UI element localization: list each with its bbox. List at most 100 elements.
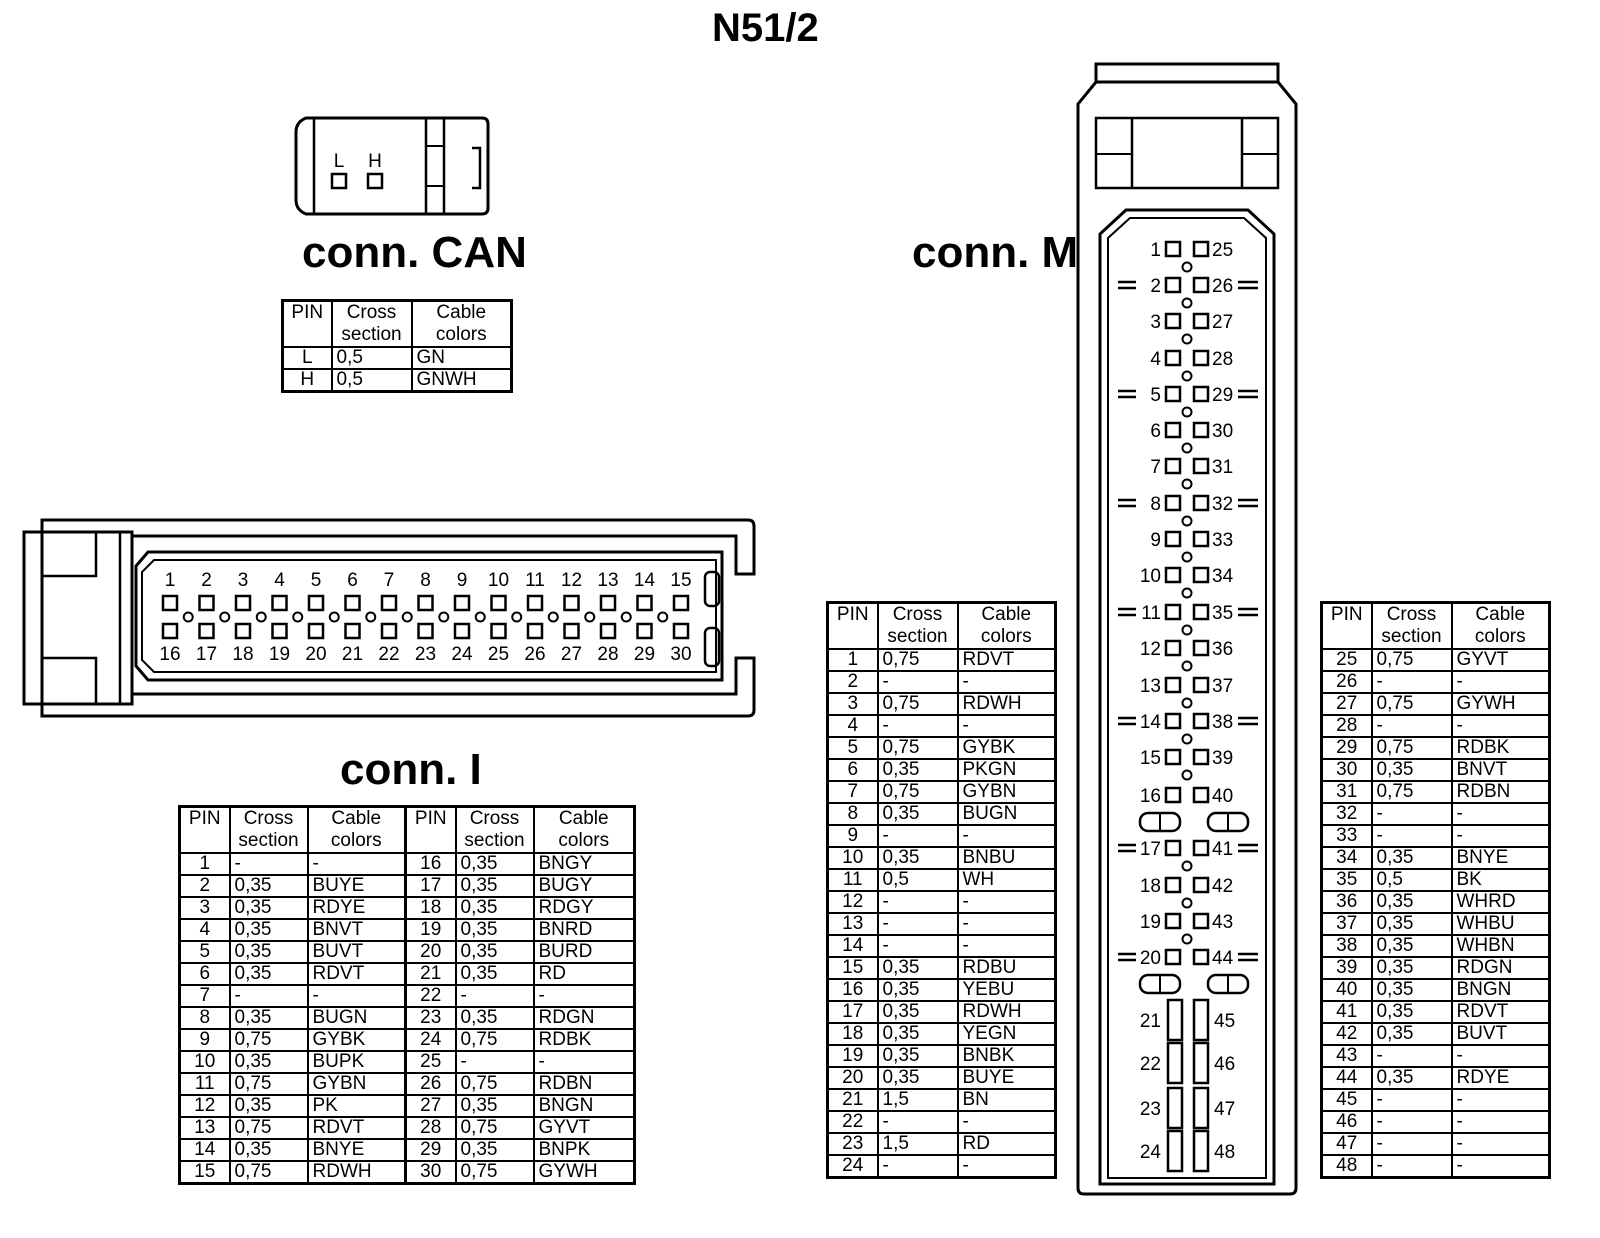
m-right-pin-label: 43 bbox=[1212, 912, 1233, 933]
i-top-pin-label: 9 bbox=[457, 570, 468, 591]
pin-cell: 15 bbox=[826, 956, 879, 980]
pin-cell: 20 bbox=[826, 1066, 879, 1090]
pin-cell: 34 bbox=[1320, 846, 1373, 870]
i-bottom-pin-socket bbox=[599, 622, 617, 640]
m-left-pin-label: 4 bbox=[1150, 349, 1161, 370]
pin-cell: 9 bbox=[178, 1028, 231, 1052]
pin-cell: 18 bbox=[826, 1022, 879, 1046]
cable-color-cell: BNRD bbox=[532, 918, 636, 942]
m-right-pin-label: 35 bbox=[1212, 603, 1233, 624]
cable-color-cell: RDBK bbox=[532, 1028, 636, 1052]
cross-section-cell: 0,35 bbox=[454, 874, 535, 898]
i-top-pin-label: 4 bbox=[274, 570, 285, 591]
i-bottom-pin-label: 22 bbox=[378, 644, 399, 665]
m-right-pin-socket bbox=[1192, 240, 1210, 258]
m-left-pin-label: 16 bbox=[1140, 786, 1161, 807]
cable-color-cell: - bbox=[1450, 802, 1551, 826]
cable-color-cell: GYBN bbox=[306, 1072, 407, 1096]
cross-section-cell: - bbox=[1370, 670, 1453, 694]
cross-section-cell: 0,35 bbox=[1370, 846, 1453, 870]
m-pin-divider-dot bbox=[1181, 769, 1193, 781]
pin-cell: 1 bbox=[178, 852, 231, 876]
m-left-pin-socket bbox=[1164, 912, 1182, 930]
i-bottom-pin-label: 25 bbox=[488, 644, 509, 665]
cable-color-cell: - bbox=[1450, 714, 1551, 738]
m-left-pin-label: 7 bbox=[1150, 457, 1161, 478]
i-top-pin-socket bbox=[526, 594, 544, 612]
m-right-pin-socket bbox=[1192, 566, 1210, 584]
m-left-pin-label: 6 bbox=[1150, 421, 1161, 442]
pin-cell: 28 bbox=[1320, 714, 1373, 738]
cable-color-cell: - bbox=[1450, 1132, 1551, 1156]
i-bottom-pin-label: 21 bbox=[342, 644, 363, 665]
i-pin-divider-dot bbox=[620, 611, 632, 623]
cross-section-cell: 0,75 bbox=[876, 780, 959, 804]
cross-section-cell: 0,35 bbox=[228, 940, 309, 964]
cable-color-cell: RDVT bbox=[956, 648, 1057, 672]
cable-color-cell: - bbox=[1450, 670, 1551, 694]
m-left-pin-socket bbox=[1164, 349, 1182, 367]
cross-section-cell: 0,35 bbox=[1370, 1022, 1453, 1046]
m-left-pin-label: 24 bbox=[1140, 1142, 1162, 1163]
i-bottom-pin-socket bbox=[636, 622, 653, 640]
col-header-pin: PIN bbox=[178, 805, 231, 854]
m-left-pin-socket bbox=[1164, 421, 1182, 439]
pin-cell: 19 bbox=[404, 918, 457, 942]
cable-color-cell: BNGY bbox=[532, 852, 636, 876]
pin-cell: 2 bbox=[178, 874, 231, 898]
i-top-pin-socket bbox=[161, 594, 179, 612]
cross-section-cell: 0,35 bbox=[1370, 978, 1453, 1002]
col-header-cross-section: Cross section bbox=[1370, 601, 1453, 650]
pin-cell: 3 bbox=[826, 692, 879, 716]
cross-section-cell: 0,75 bbox=[228, 1160, 309, 1185]
cross-section-cell: 0,35 bbox=[876, 1066, 959, 1090]
cable-color-cell: RDWH bbox=[956, 692, 1057, 716]
cross-section-cell: 0,35 bbox=[454, 940, 535, 964]
cable-color-cell: - bbox=[956, 1154, 1057, 1179]
pin-cell: 40 bbox=[1320, 978, 1373, 1002]
pin-cell: 7 bbox=[178, 984, 231, 1008]
table-row: 43-- bbox=[1320, 1044, 1551, 1068]
table-row: 22-- bbox=[826, 1110, 1057, 1134]
m-left-pin-socket bbox=[1164, 876, 1182, 894]
m-pin-divider-dot bbox=[1181, 897, 1193, 909]
cable-color-cell: RDGY bbox=[532, 896, 636, 920]
cable-color-cell: BNGN bbox=[1450, 978, 1551, 1002]
cross-section-cell: 0,75 bbox=[876, 648, 959, 672]
i-bottom-pin-socket bbox=[417, 622, 434, 640]
m-right-pin-label: 32 bbox=[1212, 494, 1233, 515]
pin-cell: 33 bbox=[1320, 824, 1373, 848]
m-left-pin-label: 15 bbox=[1140, 748, 1161, 769]
pin-cell: 17 bbox=[826, 1000, 879, 1024]
cable-color-cell: BUGN bbox=[956, 802, 1057, 826]
m-right-pin-label: 25 bbox=[1212, 240, 1233, 261]
pin-cell: 6 bbox=[178, 962, 231, 986]
i-top-pin-label: 11 bbox=[525, 570, 545, 591]
i-bottom-pin-label: 23 bbox=[415, 644, 436, 665]
m-pin-divider-dot bbox=[1181, 660, 1193, 672]
cross-section-cell: 0,35 bbox=[454, 962, 535, 986]
i-bottom-pin-label: 20 bbox=[305, 644, 326, 665]
m-left-pin-socket bbox=[1164, 240, 1182, 258]
pin-cell: 12 bbox=[178, 1094, 231, 1118]
m-pin-divider-dot bbox=[1181, 733, 1193, 745]
pin-cell: 8 bbox=[826, 802, 879, 826]
col-header-pin: PIN bbox=[1320, 601, 1373, 650]
m-left-pin-label: 8 bbox=[1150, 494, 1161, 515]
pin-cell: 28 bbox=[404, 1116, 457, 1140]
cross-section-cell: 0,75 bbox=[228, 1028, 309, 1052]
m-right-power-pin-socket bbox=[1192, 1129, 1210, 1173]
cross-section-cell: 0,35 bbox=[1370, 1000, 1453, 1024]
cross-section-cell: 0,75 bbox=[1370, 780, 1453, 804]
